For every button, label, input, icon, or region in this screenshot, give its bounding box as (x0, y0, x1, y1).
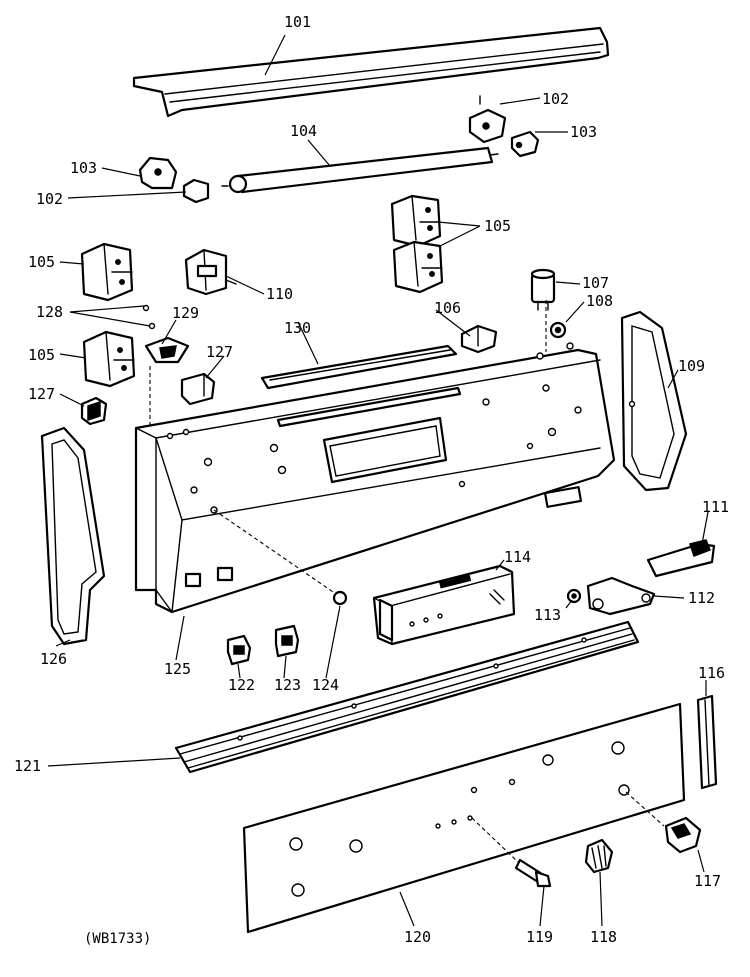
label-103-left: 103 (70, 159, 97, 177)
part-114-control-module (372, 564, 516, 646)
part-127-switch-upper (180, 372, 216, 406)
label-107: 107 (582, 274, 609, 292)
label-108: 108 (586, 292, 613, 310)
label-102-right: 102 (542, 90, 569, 108)
label-113: 113 (534, 606, 561, 624)
part-107-capacitor (530, 268, 556, 311)
label-105-upper-right: 105 (484, 217, 511, 235)
part-101-top-trim (132, 26, 610, 118)
label-101: 101 (284, 13, 311, 31)
leader-lines (47, 34, 709, 927)
part-117-knob (625, 791, 702, 854)
part-120-front-panel (242, 702, 686, 934)
part-105-switch-lower-left (82, 330, 136, 388)
label-110: 110 (266, 285, 293, 303)
label-126: 126 (40, 650, 67, 668)
label-105-lower-left: 105 (28, 346, 55, 364)
part-109-end-cap-right (620, 310, 688, 492)
label-111: 111 (702, 498, 729, 516)
part-102-bracket-right (468, 95, 507, 144)
part-123-rocker-switch (274, 624, 300, 658)
part-129-clip (144, 336, 190, 364)
part-106-block (460, 324, 498, 354)
label-127-upper: 127 (206, 343, 233, 361)
label-123: 123 (274, 676, 301, 694)
part-116-trim-strip (696, 694, 718, 790)
part-125-control-panel (134, 300, 616, 614)
label-116: 116 (698, 664, 725, 682)
label-129: 129 (172, 304, 199, 322)
label-121: 121 (14, 757, 41, 775)
label-109: 109 (678, 357, 705, 375)
label-127-lower: 127 (28, 385, 55, 403)
part-104-fluorescent-tube (221, 146, 499, 194)
part-103-lampholder-left (138, 156, 178, 190)
label-119: 119 (526, 928, 553, 946)
label-130: 130 (284, 319, 311, 337)
part-105-switch-upper-right (390, 194, 444, 294)
part-110-switch (184, 248, 237, 296)
part-122-rocker-switch (226, 634, 252, 666)
part-126-end-cap-left (40, 426, 106, 646)
part-130-gasket-strip (260, 344, 458, 390)
label-128: 128 (36, 303, 63, 321)
label-120: 120 (404, 928, 431, 946)
part-121-channel-rail (174, 620, 640, 774)
label-106: 106 (434, 299, 461, 317)
part-103-lampholder-right (510, 130, 540, 158)
label-122: 122 (228, 676, 255, 694)
part-127-switch-lower (80, 396, 108, 426)
label-103-right: 103 (570, 123, 597, 141)
label-114: 114 (504, 548, 531, 566)
part-labels: 101 102 103 104 103 102 105 105 110 107 … (14, 13, 729, 947)
part-111-bracket (646, 539, 716, 578)
part-118-knob (584, 838, 614, 874)
label-118: 118 (590, 928, 617, 946)
label-117: 117 (694, 872, 721, 890)
part-108-grommet (549, 321, 567, 339)
label-102-left: 102 (36, 190, 63, 208)
label-124: 124 (312, 676, 339, 694)
part-124-screw (213, 509, 348, 606)
label-105-upper-left: 105 (28, 253, 55, 271)
part-102-bracket-left (182, 178, 210, 204)
part-105-switch-upper-left (80, 242, 134, 302)
label-104: 104 (290, 122, 317, 140)
diagram-code: (WB1733) (84, 931, 151, 947)
label-112: 112 (688, 589, 715, 607)
part-119-bolt (471, 817, 552, 888)
part-112-hinge (586, 576, 656, 616)
part-113-nut (566, 588, 582, 604)
label-125: 125 (164, 660, 191, 678)
